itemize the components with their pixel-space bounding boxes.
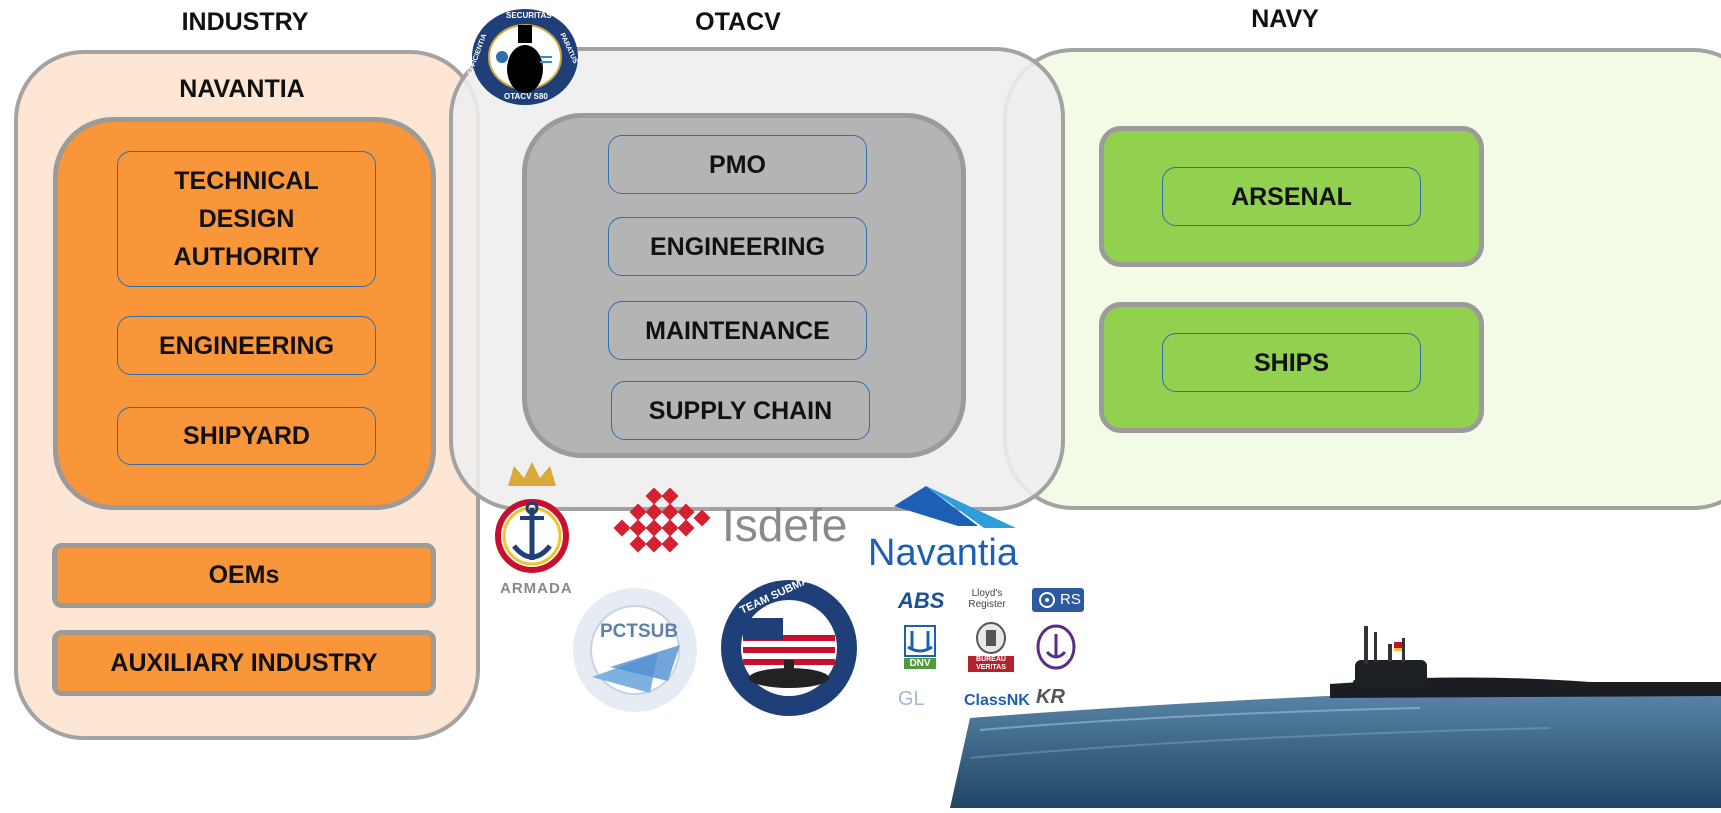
pctsub-seal-icon (573, 588, 697, 712)
emblem-seal-icon (472, 9, 578, 105)
maintenance-box: MAINTENANCE (608, 301, 867, 360)
bureau-veritas-logo: BUREAU VERITAS (966, 622, 1016, 678)
team-submarine-logo: TEAM SUBMARINE (718, 563, 860, 718)
navy-heading: NAVY (1251, 5, 1319, 33)
isdefe-diamonds-icon (613, 487, 711, 553)
anchor-icon (495, 462, 569, 573)
korean-register-seal (1036, 624, 1076, 670)
dnv-emblem-icon (904, 625, 936, 657)
armada-text: ARMADA (500, 580, 573, 597)
armada-logo: ARMADA (494, 456, 574, 597)
arsenal-container (1099, 126, 1484, 267)
auxiliary-industry-bar: AUXILIARY INDUSTRY (52, 630, 436, 696)
pctsub-logo: PCTSUB (570, 585, 700, 715)
navantia-wave-icon (894, 486, 1016, 528)
isdefe-logo: Isdefe (610, 486, 860, 566)
pmo-box: PMO (608, 135, 867, 194)
lloyds-register-logo: Lloyd's Register (968, 588, 1006, 610)
kr-logo: KR (1036, 686, 1065, 708)
navantia-text: Navantia (868, 532, 1018, 574)
arsenal-box: ARSENAL (1162, 167, 1421, 226)
dnv-text: DNV (904, 658, 936, 669)
emblem-top-text: SECURITAS (506, 11, 552, 20)
isdefe-text: Isdefe (722, 499, 848, 551)
classnk-logo: ClassNK (964, 692, 1030, 709)
industry-engineering-box: ENGINEERING (117, 316, 376, 375)
rs-text: RS (1060, 591, 1081, 608)
gl-logo: GL (898, 688, 925, 710)
team-submarine-seal-icon (721, 580, 857, 716)
ships-box: SHIPS (1162, 333, 1421, 392)
emblem-bottom-text: OTACV S80 (504, 92, 548, 101)
navantia-logo: Navantia (866, 478, 1041, 588)
navantia-container (53, 117, 436, 510)
anchor-seal-icon (1036, 624, 1076, 670)
otacv-container (522, 113, 966, 458)
supply-chain-box: SUPPLY CHAIN (611, 381, 870, 440)
rs-wheel-icon (1039, 592, 1055, 608)
otacv-heading: OTACV (695, 8, 781, 36)
technical-design-authority-box: TECHNICAL DESIGN AUTHORITY (117, 151, 376, 287)
dnv-logo: DNV (904, 625, 936, 673)
shipyard-box: SHIPYARD (117, 407, 376, 465)
navantia-label: NAVANTIA (179, 75, 305, 103)
abs-logo: ABS (898, 588, 945, 613)
otacv-engineering-box: ENGINEERING (608, 217, 867, 276)
navy-group (1003, 48, 1721, 510)
bureau-veritas-text: BUREAU VERITAS (968, 656, 1014, 672)
industry-heading: INDUSTRY (181, 8, 309, 36)
pctsub-text: PCTSUB (600, 621, 679, 642)
otacv-emblem: SECURITAS EFFICIENTIA PARATUS OTACV S80 (467, 7, 580, 107)
oems-bar: OEMs (52, 543, 436, 608)
ships-container (1099, 302, 1484, 433)
rs-logo: RS (1032, 588, 1084, 612)
submarine-photo (950, 618, 1721, 808)
bureau-veritas-seal-icon (976, 622, 1006, 654)
submarine-image (950, 626, 1721, 808)
